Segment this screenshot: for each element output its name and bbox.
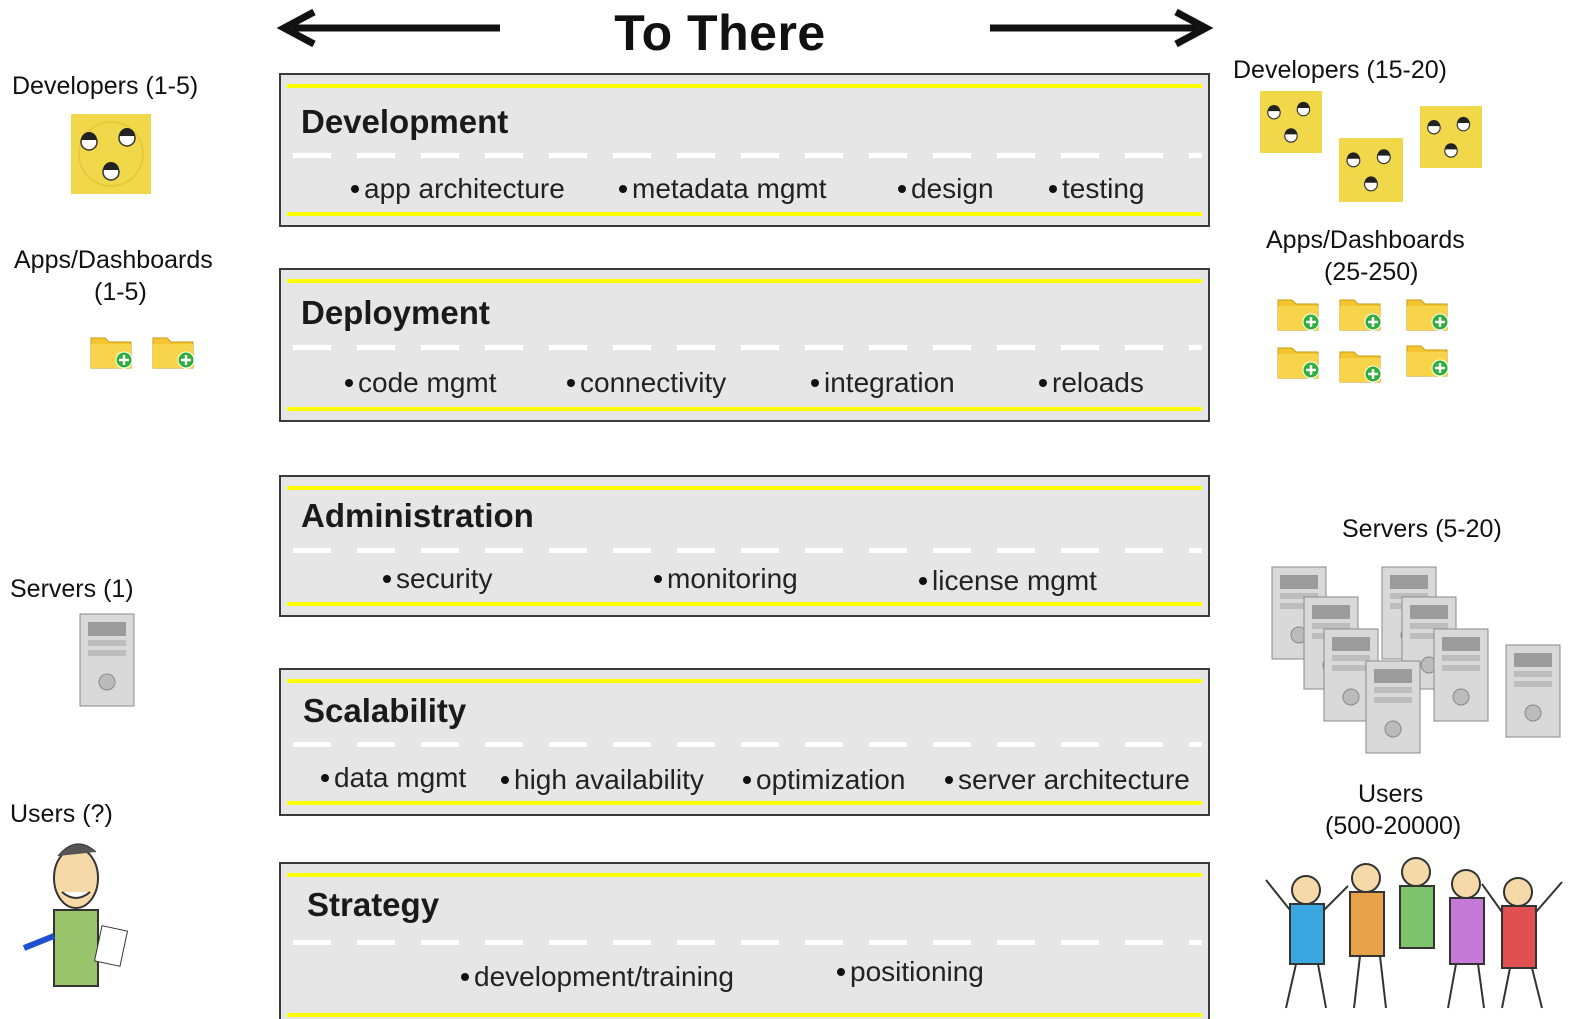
right-apps-label-line1: Apps/Dashboards bbox=[1266, 226, 1465, 254]
lane-title: Scalability bbox=[303, 692, 467, 729]
folder-add-icon bbox=[90, 337, 133, 369]
lane-administration: Administration security monitoring licen… bbox=[279, 475, 1210, 617]
lane-title: Development bbox=[301, 103, 509, 140]
lane-item: license mgmt bbox=[919, 565, 1097, 597]
lane-item: testing bbox=[1049, 173, 1145, 205]
lane-development: Development app architecture metadata mg… bbox=[279, 73, 1210, 227]
lane-item: high availability bbox=[501, 764, 704, 796]
user-cartoon-icon bbox=[22, 843, 129, 987]
lane-strategy: Strategy development/training positionin… bbox=[279, 862, 1210, 1019]
folder-add-icon bbox=[1277, 347, 1320, 379]
lane-item: metadata mgmt bbox=[619, 173, 827, 205]
right-users-label-line1: Users bbox=[1358, 780, 1424, 808]
folder-add-icon bbox=[152, 337, 195, 369]
lane-item: optimization bbox=[743, 764, 905, 796]
servers-cluster-icon bbox=[1271, 566, 1561, 754]
folder-add-icon bbox=[1277, 299, 1320, 331]
lane-title: Strategy bbox=[307, 886, 440, 923]
developers-icon bbox=[1339, 138, 1403, 202]
right-arrow-icon bbox=[990, 8, 1214, 48]
folder-add-icon bbox=[1339, 299, 1382, 331]
lane-item: monitoring bbox=[654, 563, 798, 595]
server-icon bbox=[79, 613, 135, 707]
folder-add-icon bbox=[1339, 351, 1382, 383]
lane-item: positioning bbox=[837, 956, 984, 988]
lane-item: server architecture bbox=[945, 764, 1190, 796]
lane-item: app architecture bbox=[351, 173, 565, 205]
page-title: To There bbox=[614, 5, 826, 61]
left-apps-label-line1: Apps/Dashboards bbox=[14, 246, 213, 274]
lane-item: development/training bbox=[461, 961, 734, 993]
users-crowd-icon bbox=[1265, 857, 1563, 1009]
left-arrow-icon bbox=[276, 8, 500, 48]
lane-item: security bbox=[383, 563, 492, 595]
lane-item: code mgmt bbox=[345, 367, 497, 399]
lane-title: Deployment bbox=[301, 294, 490, 331]
lane-item: integration bbox=[811, 367, 955, 399]
right-servers-label: Servers (5-20) bbox=[1342, 515, 1502, 543]
folder-add-icon bbox=[1406, 345, 1449, 377]
developers-icon bbox=[71, 114, 151, 194]
lane-item: data mgmt bbox=[321, 762, 466, 794]
lane-title: Administration bbox=[301, 497, 534, 534]
folder-add-icon bbox=[1406, 299, 1449, 331]
lane-item: reloads bbox=[1039, 367, 1144, 399]
left-developers-label: Developers (1-5) bbox=[12, 72, 199, 100]
right-developers-label: Developers (15-20) bbox=[1233, 56, 1447, 84]
lane-deployment: Deployment code mgmt connectivity integr… bbox=[279, 268, 1210, 422]
lane-item: connectivity bbox=[567, 367, 726, 399]
lane-scalability: Scalability data mgmt high availability … bbox=[279, 668, 1210, 816]
developers-icon bbox=[1420, 106, 1482, 168]
developers-icon bbox=[1260, 91, 1322, 153]
lane-item: design bbox=[898, 173, 994, 205]
left-servers-label: Servers (1) bbox=[10, 575, 134, 603]
left-apps-label-line2: (1-5) bbox=[94, 278, 147, 306]
left-users-label: Users (?) bbox=[10, 800, 113, 828]
right-apps-label-line2: (25-250) bbox=[1324, 258, 1419, 286]
right-users-label-line2: (500-20000) bbox=[1325, 812, 1462, 840]
